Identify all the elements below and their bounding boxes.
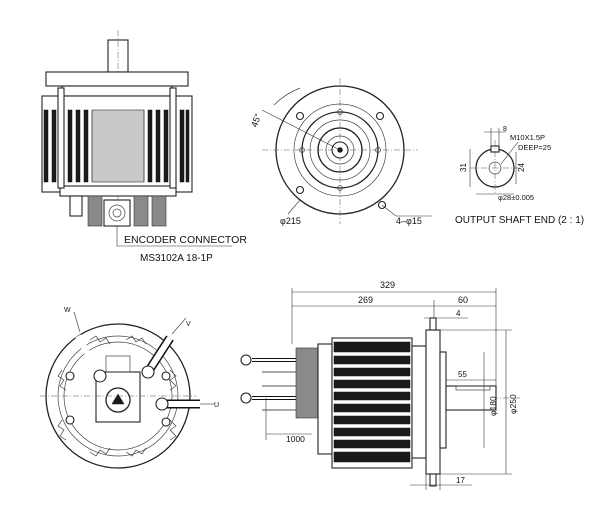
phase-w-label: W — [64, 307, 71, 314]
rear-view: W V U — [40, 307, 219, 469]
side-dimensions: 329 269 60 4 55 φ180 φ250 1000 17 — [265, 280, 518, 490]
rear-connectors — [69, 195, 167, 227]
cooling-fins-side — [333, 341, 411, 463]
holes-label: 4–φ15 — [396, 216, 422, 226]
encoder-connector-body — [103, 199, 131, 227]
front-view: 45° φ215 4–φ15 — [249, 78, 432, 226]
output-shaft-end-label: OUTPUT SHAFT END (2 : 1) — [455, 215, 584, 226]
encoder-connector-label: ENCODER CONNECTOR — [124, 234, 247, 246]
dia-180-label: φ180 — [488, 396, 498, 416]
len-55-label: 55 — [458, 370, 467, 379]
side-flange — [425, 329, 441, 475]
dia-250-label: φ250 — [508, 394, 518, 414]
mounting-flange — [45, 71, 189, 87]
side-view-horizontal — [240, 317, 520, 487]
cable-w: W — [64, 307, 107, 383]
thread-label: M10X1.5P — [510, 133, 545, 142]
side-view-top: ENCODER CONNECTOR MS3102A 18-1P — [41, 30, 247, 264]
len-total-label: 329 — [380, 280, 395, 290]
shaft-24-label: 24 — [517, 163, 526, 172]
len-17-label: 17 — [456, 476, 465, 485]
shaft-dia-label: φ28±0.005 — [498, 193, 534, 202]
len-body-label: 269 — [358, 295, 373, 305]
phase-v-label: V — [186, 321, 191, 328]
cable-u: U — [155, 397, 219, 411]
len-shaft-label: 60 — [458, 295, 468, 305]
len-1000-label: 1000 — [286, 434, 305, 444]
flange-dia-label: φ215 — [280, 216, 301, 226]
cable-v: V — [141, 317, 191, 379]
shaft-height-label: 31 — [459, 163, 468, 172]
len-4-label: 4 — [456, 309, 461, 318]
shaft-end-detail: 8 M10X1.5P DEEP=25 31 24 φ28±0.005 OUTPU… — [455, 126, 584, 226]
phase-u-label: U — [214, 402, 219, 409]
power-cables — [240, 354, 300, 411]
bolt-angle-label: 45° — [249, 112, 263, 129]
key-width-label: 8 — [503, 126, 507, 133]
connector-model-label: MS3102A 18-1P — [140, 253, 213, 264]
deep-label: DEEP=25 — [518, 143, 551, 152]
